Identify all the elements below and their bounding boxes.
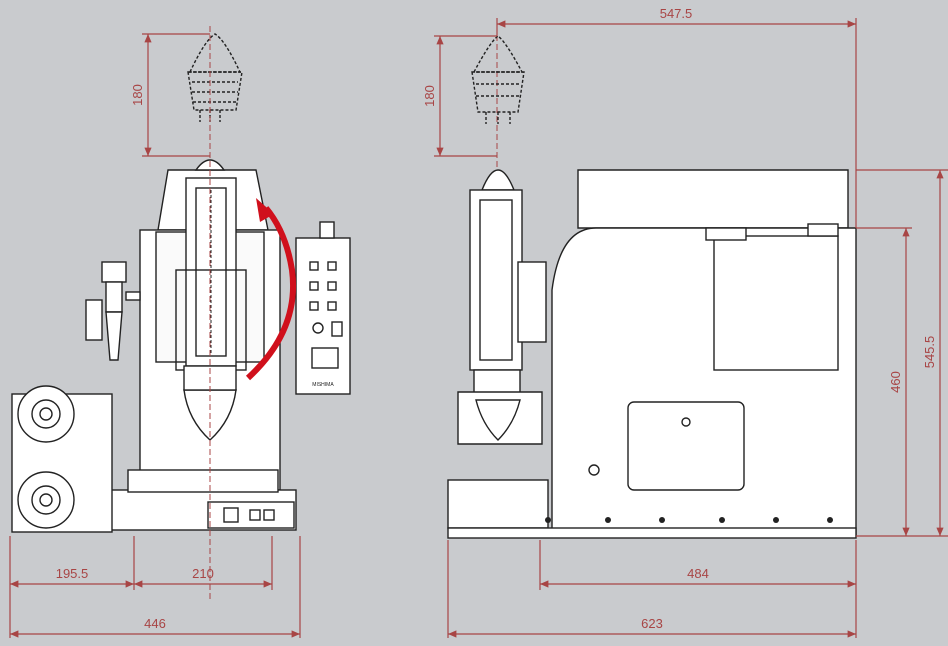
dim-front-overall-width: 446 [144, 616, 166, 631]
side-inspection-window [627, 401, 745, 491]
dim-front-tool-travel: 180 [130, 84, 145, 106]
front-view: MISHIMA [11, 33, 351, 533]
dim-top-length: 547.5 [660, 6, 693, 21]
dim-side-tool-travel: 180 [422, 85, 437, 107]
front-raised-nozzle [187, 33, 243, 122]
dim-front-right-width: 210 [192, 566, 214, 581]
dim-overall-length: 623 [641, 616, 663, 631]
rotation-arrow-icon [245, 198, 296, 381]
power-switch [223, 507, 239, 523]
dim-body-height: 460 [888, 371, 903, 393]
dim-base-length: 484 [687, 566, 709, 581]
dim-front-left-width: 195.5 [56, 566, 89, 581]
dimension-lines [9, 18, 948, 638]
side-access-panel [713, 235, 839, 371]
side-raised-nozzle [471, 35, 525, 124]
side-base [447, 479, 549, 529]
panel-brand-label: MISHIMA [312, 382, 334, 388]
side-body [577, 169, 849, 229]
air-regulator [85, 261, 141, 361]
side-view [447, 35, 857, 539]
control-panel [295, 237, 351, 395]
dim-overall-height: 545.5 [922, 336, 937, 369]
